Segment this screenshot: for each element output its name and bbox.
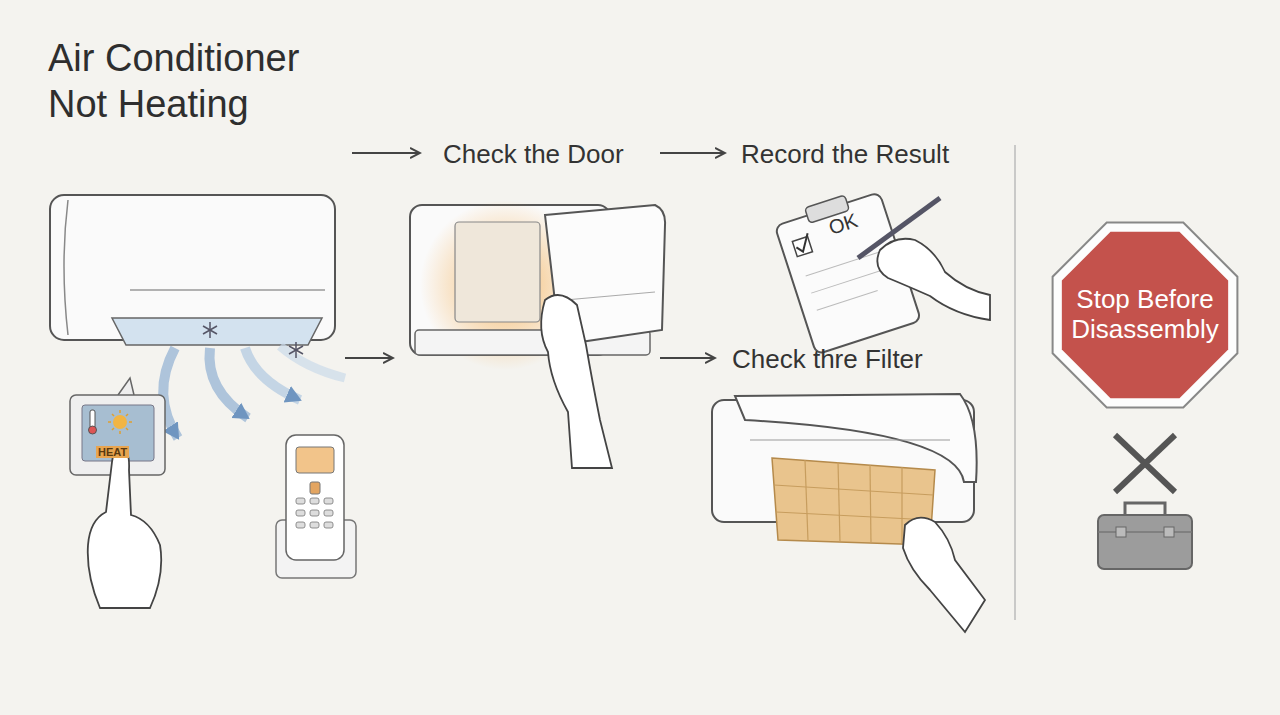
step-heading: Check thre Filter	[732, 344, 923, 375]
filter-unit	[838, 462, 840, 542]
step-heading: Check the Door	[443, 139, 624, 170]
filter-unit	[870, 465, 871, 543]
remote-control	[310, 498, 319, 504]
toolbox-icon	[1098, 503, 1192, 569]
snowflake-icon	[203, 326, 217, 334]
hand-pulling	[903, 518, 985, 632]
step-node: Check the Door	[405, 135, 660, 475]
start-arrows	[345, 153, 420, 358]
thermostat-panel	[113, 415, 127, 429]
filter-unit	[805, 460, 808, 541]
toolbox-icon	[1116, 527, 1126, 537]
clipboard	[806, 250, 886, 276]
toolbox-icon	[1164, 527, 1174, 537]
remote-control	[296, 510, 305, 516]
hand-writing	[877, 239, 990, 320]
filter-unit	[750, 439, 950, 440]
toolbox-icon	[1098, 515, 1192, 569]
ac-unit	[130, 289, 325, 291]
divider	[1015, 145, 1016, 620]
thermostat-panel	[118, 378, 134, 395]
remote-control	[296, 498, 305, 504]
remote-control	[286, 435, 344, 560]
remote-control	[324, 498, 333, 504]
hand-opening	[541, 295, 612, 468]
ac-unit	[50, 195, 335, 345]
ac-unit	[64, 200, 68, 335]
remote-control	[310, 482, 320, 494]
thermostat-panel	[108, 410, 132, 434]
clipboard	[817, 290, 878, 310]
door-unit	[455, 222, 540, 322]
toolbox-icon	[1098, 531, 1192, 533]
airflow	[209, 348, 248, 418]
divider	[1014, 145, 1016, 620]
hand-pointing	[88, 448, 162, 608]
cross-mark	[1115, 435, 1175, 492]
snowflake-icon	[203, 322, 303, 358]
step-node: Record the Result	[725, 135, 1000, 335]
airflow	[280, 346, 345, 378]
remote-control	[296, 498, 333, 528]
remote-control	[296, 522, 305, 528]
snowflake-icon	[289, 346, 303, 354]
hand-pointing	[88, 448, 162, 608]
flow-arrow	[660, 357, 715, 359]
cross-mark	[1115, 435, 1175, 492]
remote-control	[310, 522, 319, 528]
flow-arrow	[660, 152, 725, 154]
clipboard	[811, 267, 891, 293]
remote-control	[276, 435, 356, 578]
door-unit	[410, 200, 665, 370]
hand-writing	[858, 198, 990, 320]
thermostat-panel	[82, 405, 154, 461]
remote-control	[324, 510, 333, 516]
filter-unit	[712, 394, 977, 545]
title: Air Conditioner Not Heating	[48, 36, 338, 127]
hand-pulling	[903, 518, 985, 632]
thermostat-panel	[90, 410, 95, 428]
filter-unit	[901, 467, 902, 544]
remote-control	[324, 522, 333, 528]
stop-octagon	[1053, 223, 1238, 408]
remote-control	[296, 447, 334, 473]
remote-control	[310, 510, 319, 516]
display-text: HEAT	[96, 446, 129, 458]
filter-unit	[774, 485, 933, 495]
airflow	[163, 346, 345, 438]
stop-octagon	[1062, 232, 1228, 398]
step-node: Check thre Filter	[715, 340, 990, 640]
clipboard	[792, 236, 812, 256]
step-heading: Record the Result	[741, 139, 949, 170]
start-arrows	[352, 152, 420, 154]
snowflake-icon	[289, 346, 303, 354]
ac-unit	[112, 318, 322, 345]
thermostat-panel	[89, 426, 97, 434]
snowflake-icon	[203, 326, 217, 334]
clipboard	[793, 233, 812, 253]
start-arrows	[345, 357, 393, 359]
filter-unit	[776, 512, 931, 520]
hand-opening	[541, 295, 612, 468]
cross-mark	[1115, 435, 1175, 492]
door-unit	[565, 292, 655, 300]
stop-sign: Stop Before Disassembly	[1045, 215, 1245, 415]
stop-text: Stop Before Disassembly	[1071, 285, 1218, 345]
